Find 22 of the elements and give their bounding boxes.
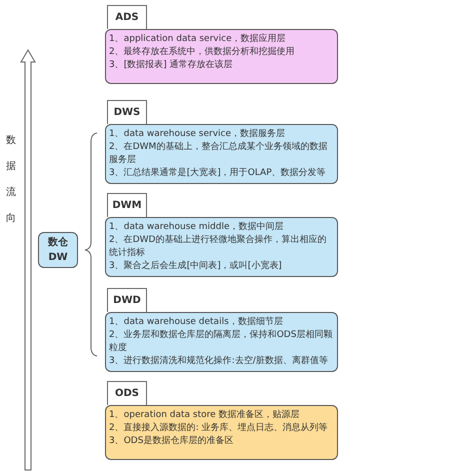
list-item: 3、ODS是数据仓库层的准备区 xyxy=(109,435,234,448)
list-item: 1、operation data store 数据准备区，贴源层 xyxy=(109,409,301,422)
list-item: 1、data warehouse middle，数据中间层 xyxy=(109,221,285,234)
list-item: 1、data warehouse service，数据服务层 xyxy=(109,128,286,141)
list-item: 2、直接接入源数据的: 业务库、埋点日志、消息从列等 xyxy=(109,422,329,435)
layer-title-tab: DWS xyxy=(107,100,147,124)
list-item: 3、进行数据清洗和规范化操作:去空/脏数据、离群值等 xyxy=(109,355,329,368)
list-item: 2、在DWD的基础上进行轻微地聚合操作，算出相应的统计指标 xyxy=(109,234,328,260)
axis-label: 数据流向 xyxy=(6,134,17,226)
list-item: 3、汇总结果通常是[大宽表]，用于OLAP、数据分发等 xyxy=(109,167,327,180)
layer-title-tab: ODS xyxy=(107,381,147,405)
layer-title-tab: ADS xyxy=(107,5,147,29)
layer-title-tab: DWD xyxy=(107,288,147,312)
list-item: 2、最终存放在系统中，供数据分析和挖掘使用 xyxy=(109,46,296,59)
list-item: 1、application data service，数据应用层 xyxy=(109,33,287,46)
list-item: 2、业务层和数据仓库层的隔离层，保持和ODS层相同颗粒度 xyxy=(109,329,334,355)
list-item: 1、data warehouse details，数据细节层 xyxy=(109,316,284,329)
list-item: 3、聚合之后会生成[中间表]，或叫[小宽表] xyxy=(109,260,283,273)
layer-title-tab: DWM xyxy=(107,193,147,217)
list-item: 3、[数据报表] 通常存放在该层 xyxy=(109,59,234,72)
list-item: 2、在DWM的基础上，整合汇总成某个业务领域的数据服务层 xyxy=(109,141,328,167)
group-box: 数仓DW xyxy=(38,232,78,268)
